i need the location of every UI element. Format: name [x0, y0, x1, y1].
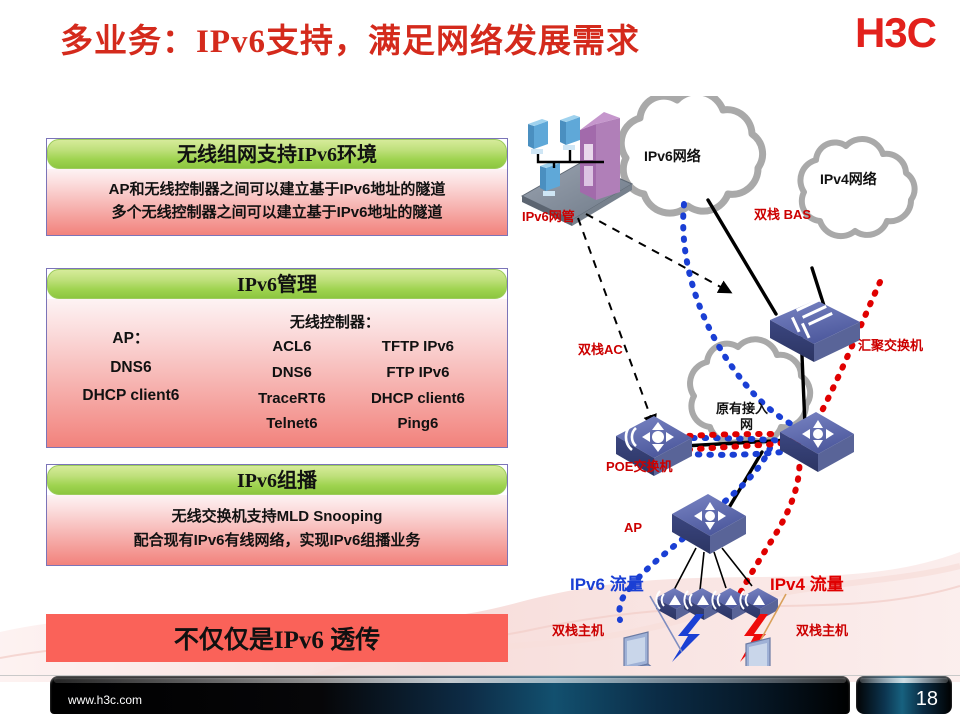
panel-ipv6-management: IPv6管理 AP： DNS6 DHCP client6 无线控制器： ACL6… — [46, 268, 508, 449]
panel-ipv6-management-body: AP： DNS6 DHCP client6 无线控制器： ACL6 DNS6 T… — [47, 299, 507, 448]
ipv6-traffic-path-tail — [616, 585, 633, 623]
footer-sheen — [54, 678, 846, 683]
node-label-poe-switch: POE交换机 — [606, 459, 673, 474]
footer-url: www.h3c.com — [68, 693, 143, 707]
ap-uplink-lines — [673, 547, 753, 591]
panel-multicast-line-2: 配合现有IPv6有线网络，实现IPv6组播业务 — [133, 532, 421, 549]
wireless-controller-column-title: 无线控制器： — [289, 314, 380, 331]
node-label-ipv6-nms: IPv6网管 — [522, 209, 575, 224]
node-label-access-point: AP — [624, 520, 643, 535]
panel-ipv6-management-header: IPv6管理 — [47, 269, 507, 299]
ipv4-traffic-path-lower — [729, 441, 803, 613]
network-topology-diagram: IPv6网络 IPv4网络 原有接入 网 IPv6网管 双栈 BAS 双栈AC … — [508, 96, 960, 666]
h3c-logo: H3C — [854, 9, 937, 56]
cloud-ipv4-network-shape — [797, 135, 918, 240]
node-label-dual-stack-bas: 双栈 BAS — [754, 207, 812, 222]
node-label-aggregation-switch: 汇聚交换机 — [858, 338, 924, 353]
ipv6-lightning-bolt — [672, 614, 704, 662]
panel-wireless-line-2: 多个无线控制器之间可以建立基于IPv6地址的隧道 — [111, 204, 443, 222]
panel-wireless-ipv6-body: AP和无线控制器之间可以建立基于IPv6地址的隧道 多个无线控制器之间可以建立基… — [47, 169, 507, 235]
panel-multicast-line-1: 无线交换机支持MLD Snooping — [171, 508, 383, 525]
wc-col1-item-1: DNS6 — [271, 363, 312, 381]
panel-wireless-line-1: AP和无线控制器之间可以建立基于IPv6地址的隧道 — [108, 181, 446, 198]
dual-stack-ac-icon — [616, 416, 692, 476]
wc-column-1: ACL6 DNS6 TraceRT6 Telnet6 — [238, 334, 346, 437]
ap-column-title: AP： — [112, 330, 150, 347]
cloud-label-legacy-access-network-line1: 原有接入 — [716, 401, 769, 416]
wireless-controller-capability-column: 无线控制器： ACL6 DNS6 TraceRT6 Telnet6 TFTP I… — [209, 311, 501, 437]
node-label-dual-stack-host-left: 双栈主机 — [552, 623, 605, 638]
wc-col1-item-3: Telnet6 — [266, 415, 318, 433]
cloud-label-ipv4-network: IPv4网络 — [820, 171, 877, 187]
wc-col1-item-0: ACL6 — [272, 338, 312, 355]
dual-stack-host-left-icon — [623, 631, 652, 666]
page-number: 18 — [915, 688, 938, 710]
access-point-icon-group — [655, 588, 778, 620]
cloud-ipv6-network-shape — [617, 96, 767, 217]
ap-item-0: DNS6 — [110, 358, 152, 376]
wc-col1-item-2: TraceRT6 — [258, 389, 326, 407]
panel-ipv6-multicast-body: 无线交换机支持MLD Snooping 配合现有IPv6有线网络，实现IPv6组… — [47, 495, 507, 565]
poe-switch-icon — [672, 494, 746, 554]
ipv6-nms-icon — [520, 112, 634, 226]
node-label-dual-stack-ac: 双栈AC — [578, 342, 623, 357]
flow-label-ipv6-traffic: IPv6 流量 — [570, 575, 644, 594]
page-title: 多业务：IPv6支持，满足网络发展需求 — [60, 24, 640, 60]
ipv4-traffic-path — [666, 279, 883, 454]
footer-divider — [0, 675, 960, 676]
panel-wireless-ipv6: 无线组网支持IPv6环境 AP和无线控制器之间可以建立基于IPv6地址的隧道 多… — [46, 138, 508, 236]
aggregation-switch-icon — [780, 412, 854, 472]
wc-column-2: TFTP IPv6 FTP IPv6 DHCP client6 Ping6 — [364, 334, 472, 437]
wc-col2-item-3: Ping6 — [397, 415, 439, 433]
wc-col2-item-1: FTP IPv6 — [386, 363, 450, 381]
management-dashed-links — [577, 213, 733, 429]
ap-capability-column: AP： DNS6 DHCP client6 — [53, 311, 209, 411]
footer-bar: www.h3c.com — [50, 676, 850, 714]
dual-stack-bas-icon — [770, 298, 860, 362]
ipv6-traffic-path-lower — [627, 445, 773, 591]
page-badge-sheen — [860, 678, 948, 683]
ap-item-1: DHCP client6 — [82, 387, 180, 405]
wc-col2-item-2: DHCP client6 — [370, 389, 465, 407]
panel-wireless-ipv6-header: 无线组网支持IPv6环境 — [47, 139, 507, 169]
cloud-label-legacy-access-network-line2: 网 — [740, 417, 754, 432]
wc-col2-item-0: TFTP IPv6 — [381, 338, 455, 355]
node-label-dual-stack-host-right: 双栈主机 — [796, 623, 849, 638]
summary-banner: 不仅仅是IPv6 透传 — [46, 614, 508, 662]
dual-stack-host-right-icon — [745, 637, 771, 666]
cloud-label-ipv6-network: IPv6网络 — [644, 148, 701, 164]
panel-ipv6-multicast-header: IPv6组播 — [47, 465, 507, 495]
flow-label-ipv4-traffic: IPv4 流量 — [770, 575, 844, 594]
page-number-badge: 18 — [856, 676, 952, 714]
panel-ipv6-multicast: IPv6组播 无线交换机支持MLD Snooping 配合现有IPv6有线网络，… — [46, 464, 508, 566]
